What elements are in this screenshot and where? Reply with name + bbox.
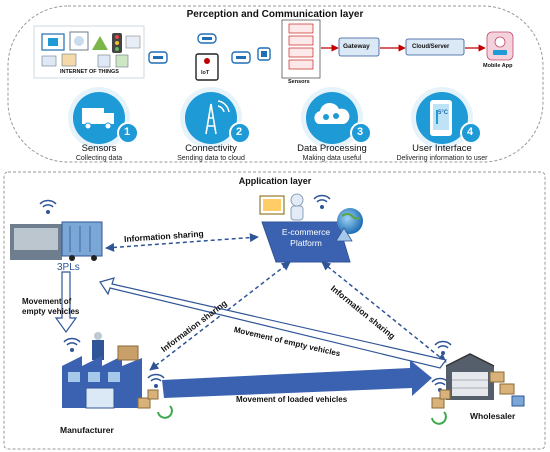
cloud-server-label: Cloud/Server: [412, 44, 450, 50]
wifi-signal-icon: [147, 373, 165, 388]
sensor-device-icon: [197, 33, 217, 44]
sensors-panel: [281, 19, 321, 79]
temperature-readout: 5°C: [438, 110, 449, 116]
manufacturer-factory-icon: [62, 332, 142, 409]
step-subtitle-connectivity: Sending data to cloud: [177, 155, 245, 162]
application-layer-frame: [3, 171, 546, 450]
actor-wholesaler: Wholesaler: [470, 411, 516, 421]
perception-layer-title: Perception and Communication layer: [186, 9, 364, 20]
empty-vehicles-arrow-tpl-manufacturer: [54, 271, 78, 334]
iot-illustration: [33, 25, 145, 79]
loaded-vehicles-label: Movement of loaded vehicles: [236, 395, 348, 404]
step-data-processing-icon: [301, 87, 372, 149]
empty-vehicles-label-left-line1: Movement of: [22, 297, 72, 306]
step-title-data-processing: Data Processing: [297, 143, 367, 154]
application-layer-title: Application layer: [238, 176, 312, 186]
gateway-label: Gateway: [343, 43, 370, 50]
actor-tpl: 3PLs: [57, 262, 80, 273]
ecommerce-platform-icon: [259, 193, 363, 263]
actor-manufacturer: Manufacturer: [60, 425, 114, 435]
iot-label: INTERNET OF THINGS: [60, 69, 119, 75]
info-sharing-arrow-platform-wholesaler: [321, 261, 447, 363]
iot-device-icon: [195, 53, 219, 81]
step-title-user-interface: User Interface: [412, 143, 472, 154]
sensor-device-icon: [231, 51, 251, 64]
step-title-connectivity: Connectivity: [185, 143, 237, 154]
step-title-sensors: Sensors: [81, 143, 117, 154]
step-connectivity-icon: [180, 87, 251, 149]
step-sensors-icon: [68, 87, 139, 149]
wholesaler-warehouse-icon: [445, 353, 525, 407]
wifi-signal-icon: [313, 194, 331, 209]
step-number-4: 4: [467, 126, 474, 138]
iot-badge-text: IoT: [201, 70, 210, 76]
wifi-signal-icon: [434, 340, 452, 355]
step-subtitle-user-interface: Delivering information to user: [396, 155, 488, 162]
step-number-2: 2: [236, 126, 243, 138]
perception-layer-frame: [7, 5, 544, 163]
step-user-interface-icon: [411, 87, 482, 149]
loaded-vehicles-arrow: [162, 360, 432, 398]
cloud-server-box: [380, 38, 486, 56]
info-sharing-arrow-tpl-platform: [105, 233, 259, 252]
sensor-device-icon: [148, 51, 168, 64]
mobile-app-icon: [486, 31, 514, 61]
wifi-signal-icon: [63, 337, 81, 352]
tpl-truck-icon: [10, 221, 103, 261]
step-number-3: 3: [357, 126, 364, 138]
wifi-signal-icon: [39, 199, 57, 214]
step-subtitle-sensors: Collecting data: [75, 155, 123, 162]
empty-vehicles-arrow-wholesaler-tpl: [99, 277, 448, 369]
mobile-app-label: Mobile App: [483, 63, 513, 69]
gateway-box: [321, 37, 380, 57]
sensors-caption: Sensors: [288, 79, 310, 85]
step-number-1: 1: [124, 126, 131, 138]
boxes-icon: [431, 389, 451, 425]
sensor-device-icon: [257, 47, 271, 61]
platform-label: E-commerce Platform: [281, 227, 331, 248]
info-sharing-arrow-manufacturer-platform: [149, 261, 291, 371]
step-subtitle-data-processing: Making data useful: [302, 155, 362, 162]
boxes-icon: [137, 389, 173, 419]
empty-vehicles-label-left-line2: empty vehicles: [22, 307, 80, 316]
